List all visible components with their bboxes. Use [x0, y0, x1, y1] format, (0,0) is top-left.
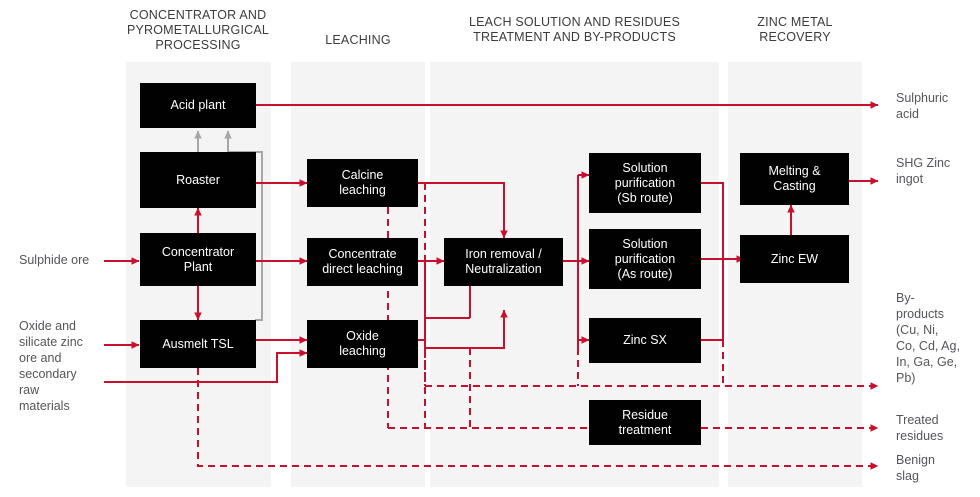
node-zinc-sx[interactable]: Zinc SX	[589, 318, 701, 363]
node-calcine-leaching-label-line2: leaching	[339, 183, 386, 197]
output-label-shg-zinc-ingot: SHG Zinc ingot	[896, 155, 980, 187]
output-label-benign-slag-line1: Benign	[896, 453, 935, 467]
node-residue-treatment[interactable]: Residue treatment	[589, 400, 701, 445]
output-label-benign-slag: Benign slag	[896, 452, 980, 484]
node-ausmelt-tsl-label: Ausmelt TSL	[162, 336, 234, 351]
column-title-concentrator-line1: CONCENTRATOR AND	[129, 8, 267, 22]
node-solution-purification-sb-label-line3: (Sb route)	[617, 190, 673, 205]
node-concentrator-plant-label-line2: Plant	[183, 259, 213, 274]
output-label-shg-zinc-ingot-line2: ingot	[896, 172, 924, 186]
node-oxide-leaching-label-line1: Oxide	[346, 329, 379, 343]
node-melting-casting[interactable]: Melting & Casting	[740, 153, 849, 205]
node-residue-treatment-label-line2: treatment	[618, 422, 672, 437]
column-title-zinc-recovery-line1: ZINC METAL	[757, 15, 833, 29]
node-calcine-leaching-label-line1: Calcine	[341, 168, 384, 182]
output-label-treated-residues: Treated residues	[896, 412, 980, 444]
input-label-sulphide-ore-line1: Sulphide ore	[19, 253, 90, 267]
node-solution-purification-as-label-line1: Solution	[622, 236, 668, 251]
output-label-byproducts-line5: In, Ga, Ge,	[896, 355, 958, 369]
node-solution-purification-as-label-line3: (As route)	[617, 266, 673, 281]
node-calcine-leaching[interactable]: Calcine leaching	[307, 159, 418, 207]
column-title-leach-solution: LEACH SOLUTION AND RESIDUES TREATMENT AN…	[430, 15, 719, 45]
node-zinc-ew[interactable]: Zinc EW	[740, 235, 849, 283]
output-label-byproducts-line1: By-	[896, 291, 915, 305]
output-label-byproducts-line4: Co, Cd, Ag,	[896, 339, 960, 353]
input-label-sulphide-ore: Sulphide ore	[19, 252, 114, 268]
input-label-oxide-secondary-line3: ore and	[19, 351, 62, 365]
output-label-byproducts-line3: (Cu, Ni,	[896, 323, 939, 337]
node-oxide-leaching[interactable]: Oxide leaching	[307, 320, 418, 368]
input-label-oxide-secondary: Oxide and silicate zinc ore and secondar…	[19, 318, 114, 414]
node-solution-purification-as-label-line2: purification	[614, 251, 676, 266]
output-label-sulphuric-acid-line2: acid	[896, 107, 919, 121]
node-concentrator-plant-label-line1: Concentrator	[161, 244, 235, 259]
node-ausmelt-tsl[interactable]: Ausmelt TSL	[140, 320, 256, 368]
node-concentrate-direct-leaching[interactable]: Concentrate direct leaching	[307, 238, 418, 286]
node-solution-purification-sb-label-line2: purification	[614, 175, 676, 190]
output-label-treated-residues-line2: residues	[896, 429, 944, 443]
output-label-shg-zinc-ingot-line1: SHG Zinc	[896, 156, 951, 170]
column-title-concentrator-line2: PYROMETALLURGICAL	[126, 23, 270, 37]
node-iron-removal-neutralization[interactable]: Iron removal / Neutralization	[444, 238, 563, 286]
output-label-benign-slag-line2: slag	[896, 469, 919, 483]
input-label-oxide-secondary-line5: raw	[19, 383, 40, 397]
node-zinc-ew-label: Zinc EW	[770, 251, 819, 266]
column-title-leaching: LEACHING	[291, 33, 425, 48]
node-concentrate-direct-leaching-label-line2: direct leaching	[322, 262, 403, 276]
column-title-zinc-recovery-line2: RECOVERY	[759, 30, 831, 44]
input-label-oxide-secondary-line1: Oxide and	[19, 319, 76, 333]
node-solution-purification-sb-label-line1: Solution	[622, 160, 668, 175]
output-label-byproducts: By- products (Cu, Ni, Co, Cd, Ag, In, Ga…	[896, 290, 980, 386]
node-iron-removal-label-line2: Neutralization	[465, 262, 542, 276]
input-label-oxide-secondary-line6: materials	[19, 399, 70, 413]
output-label-sulphuric-acid-line1: Sulphuric	[896, 91, 949, 105]
node-roaster[interactable]: Roaster	[140, 152, 256, 208]
node-melting-casting-label-line2: Casting	[773, 179, 816, 193]
node-concentrate-direct-leaching-label-line1: Concentrate	[328, 247, 397, 261]
output-label-byproducts-line2: products	[896, 307, 944, 321]
node-oxide-leaching-label-line2: leaching	[339, 344, 386, 358]
node-solution-purification-sb[interactable]: Solution purification (Sb route)	[589, 153, 701, 213]
output-label-sulphuric-acid: Sulphuric acid	[896, 90, 980, 122]
node-concentrator-plant[interactable]: Concentrator Plant	[140, 233, 256, 286]
column-title-zinc-recovery: ZINC METAL RECOVERY	[728, 15, 862, 45]
node-melting-casting-label-line1: Melting &	[768, 164, 821, 178]
input-label-oxide-secondary-line2: silicate zinc	[19, 335, 83, 349]
node-acid-plant-label: Acid plant	[170, 98, 226, 112]
input-label-oxide-secondary-line4: secondary	[19, 367, 77, 381]
column-title-concentrator: CONCENTRATOR AND PYROMETALLURGICAL PROCE…	[108, 8, 288, 53]
node-solution-purification-as[interactable]: Solution purification (As route)	[589, 229, 701, 289]
column-title-leaching-line1: LEACHING	[325, 33, 391, 47]
node-residue-treatment-label-line1: Residue	[622, 407, 668, 422]
column-title-leach-solution-line2: TREATMENT AND BY-PRODUCTS	[473, 30, 676, 44]
node-roaster-label: Roaster	[176, 172, 220, 187]
column-title-leach-solution-line1: LEACH SOLUTION AND RESIDUES	[468, 15, 680, 29]
output-label-byproducts-line6: Pb)	[896, 371, 916, 385]
output-label-treated-residues-line1: Treated	[896, 413, 939, 427]
node-iron-removal-label-line1: Iron removal /	[465, 247, 542, 261]
node-acid-plant[interactable]: Acid plant	[140, 83, 256, 128]
column-title-concentrator-line3: PROCESSING	[155, 38, 241, 52]
node-zinc-sx-label: Zinc SX	[623, 333, 667, 347]
